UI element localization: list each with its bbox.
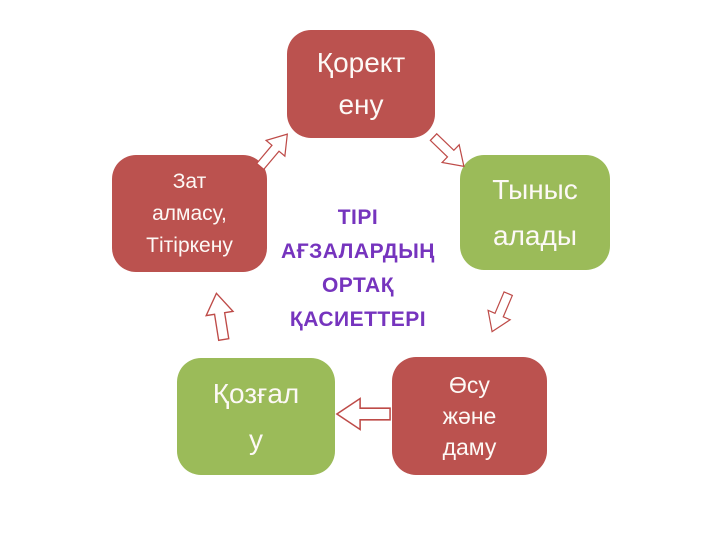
title-line: ТІРІ [337, 206, 379, 229]
box-text-line: және [442, 402, 497, 429]
title-line: ОРТАҚ [321, 274, 395, 297]
box-text-line: у [249, 423, 263, 455]
arrow-shape [335, 397, 391, 431]
arrow-shape [205, 292, 235, 342]
box-text-line: Қорект [316, 47, 406, 78]
arrow-shape [487, 291, 514, 333]
arrow-down-left-icon [487, 291, 514, 333]
arrow-left-icon [335, 397, 391, 431]
box-text-line: даму [442, 433, 497, 460]
arrow-shape [429, 132, 465, 168]
diagram-title: ТІРІ АҒЗАЛАРДЫҢ ОРТАҚ ҚАСИЕТТЕРІ [263, 201, 453, 337]
box-text-line: Тітіркену [146, 233, 233, 257]
box-growth: Өсу және даму [392, 357, 547, 475]
box-text-line: алады [493, 219, 577, 251]
box-movement: Қозғал у [177, 358, 335, 475]
arrow-up-right-icon [255, 133, 289, 171]
box-text-line: Қозғал [212, 377, 300, 409]
box-text-line: ену [338, 89, 384, 120]
arrow-down-right-icon [429, 132, 465, 168]
box-text-line: Зат [172, 169, 207, 193]
arrow-up-icon [205, 292, 235, 342]
title-line: ҚАСИЕТТЕРІ [289, 308, 427, 331]
box-nutrition: Қорект ену [287, 30, 435, 138]
arrow-shape [255, 133, 289, 171]
box-text-line: Тыныс [492, 173, 578, 205]
box-text-line: Өсу [449, 371, 490, 398]
box-metabolism: Зат алмасу, Тітіркену [112, 155, 267, 272]
title-line: АҒЗАЛАРДЫҢ [281, 240, 435, 263]
box-text-line: алмасу, [152, 201, 227, 225]
box-respiration: Тыныс алады [460, 155, 610, 270]
